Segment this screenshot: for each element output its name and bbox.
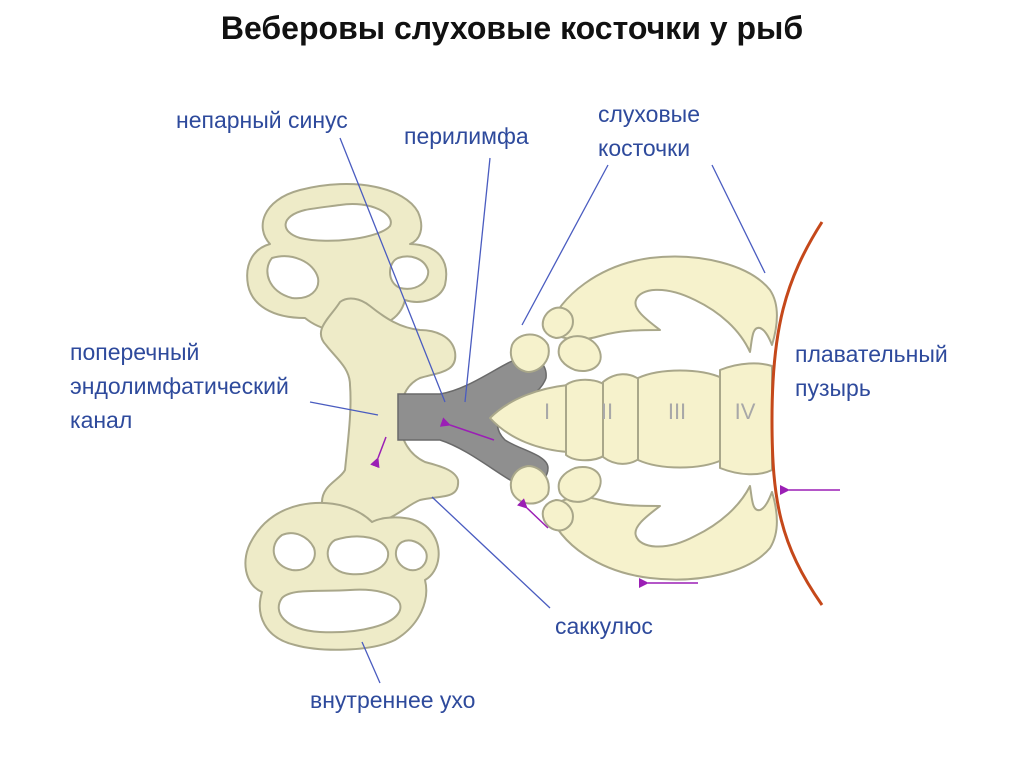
lower-labyrinth bbox=[244, 501, 440, 651]
label-ossicles-line2: косточки bbox=[598, 135, 691, 161]
unpaired-sinus bbox=[397, 357, 549, 485]
lower-intercalarium bbox=[541, 499, 574, 532]
leader-transverse-canal bbox=[309, 401, 379, 416]
label-perilymph: перилимфа bbox=[404, 123, 529, 149]
lower-tripus bbox=[547, 485, 778, 581]
label-transverse-line1: поперечный bbox=[70, 339, 200, 365]
label-unpaired-sinus: непарный синус bbox=[176, 107, 348, 133]
label-transverse-line3: канал bbox=[70, 407, 133, 433]
vertebra-I bbox=[565, 378, 606, 462]
vertebra-label-2: II bbox=[601, 399, 613, 424]
label-transverse-line2: эндолимфатический bbox=[70, 373, 289, 399]
upper-claustrum bbox=[557, 335, 602, 372]
leader-inner-ear bbox=[361, 641, 381, 684]
leader-sacculus bbox=[431, 496, 551, 609]
upper-scaphium bbox=[509, 333, 550, 373]
vertebra-label-4: IV bbox=[735, 399, 756, 424]
diagram-title: Веберовы слуховые косточки у рыб bbox=[220, 10, 804, 46]
leader-perilymph bbox=[464, 157, 491, 403]
upper-intercalarium bbox=[541, 306, 574, 339]
vertebra-label-1: I bbox=[544, 399, 550, 424]
upper-labyrinth bbox=[246, 183, 448, 332]
label-inner-ear: внутреннее ухо bbox=[310, 687, 476, 713]
vertebra-label-3: III bbox=[668, 399, 686, 424]
swim-bladder-wall bbox=[770, 221, 824, 606]
inner-ear-structure bbox=[244, 183, 460, 651]
vertebra-IV bbox=[719, 362, 773, 476]
leader-unpaired-sinus bbox=[339, 137, 446, 403]
lower-claustrum bbox=[557, 466, 602, 503]
weberian-ossicles bbox=[489, 255, 778, 581]
label-swim-bladder-line1: плавательный bbox=[795, 341, 948, 367]
label-swim-bladder-line2: пузырь bbox=[795, 375, 871, 401]
leader-ossicles-left bbox=[521, 164, 609, 326]
label-sacculus: саккулюс bbox=[555, 613, 653, 639]
endolymphatic-canal bbox=[319, 297, 460, 526]
leader-lines bbox=[309, 137, 766, 684]
label-ossicles-line1: слуховые bbox=[598, 101, 700, 127]
upper-tripus bbox=[547, 255, 778, 353]
arrow-canal bbox=[370, 436, 387, 469]
flow-arrows bbox=[370, 417, 840, 588]
leader-ossicles-right bbox=[711, 164, 766, 274]
lower-scaphium bbox=[509, 465, 550, 505]
arrow-perilymph bbox=[439, 417, 495, 441]
arrow-sacculus bbox=[517, 498, 549, 529]
